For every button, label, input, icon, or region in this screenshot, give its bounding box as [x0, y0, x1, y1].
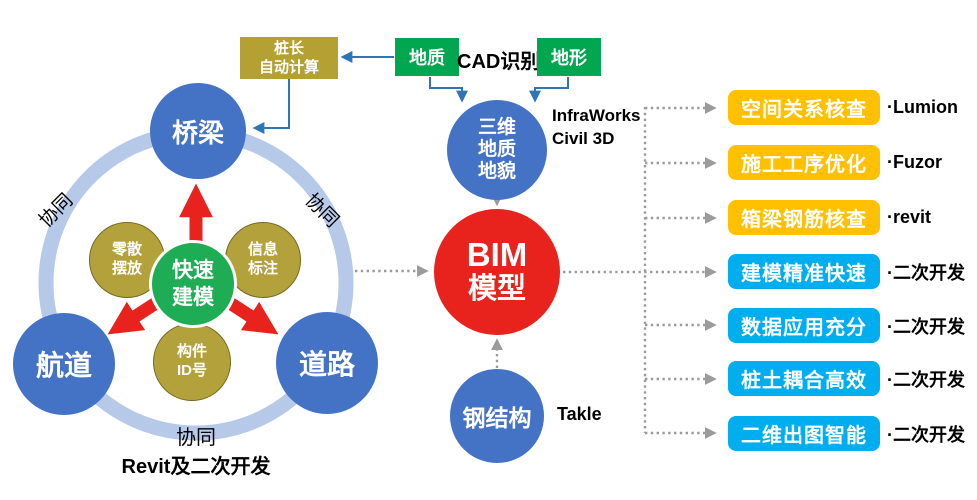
- output-tool-label: ·Lumion: [887, 97, 958, 117]
- terrain-box: 地形: [537, 38, 601, 76]
- terrain-tool-line2: Civil 3D: [552, 128, 615, 148]
- rapid-modeling-line2: 建模: [172, 286, 214, 309]
- satellite-1-line2: 摆放: [111, 260, 142, 277]
- output-tool-label: ·二次开发: [887, 424, 965, 445]
- terrain-tools-label: InfraWorks Civil 3D: [552, 105, 641, 151]
- steel-structure-label: 钢结构: [462, 405, 532, 431]
- road-label: 道路: [298, 349, 355, 380]
- output-row: 空间关系核查 ·Lumion: [728, 90, 958, 125]
- output-box-pile-soil-coupling: 桩土耦合高效: [728, 361, 880, 396]
- satellite-2-line1: 信息: [247, 241, 278, 259]
- output-tool-label: ·Fuzor: [887, 152, 942, 172]
- pile-length-line2: 自动计算: [258, 59, 319, 76]
- cad-recognition-label: CAD识别: [457, 51, 541, 73]
- output-tool-label: ·revit: [887, 207, 932, 227]
- output-row: 数据应用充分 ·二次开发: [728, 308, 965, 343]
- geology-label: 地质: [409, 48, 445, 68]
- output-row: 建模精准快速 ·二次开发: [728, 254, 965, 289]
- output-box-fast-modeling: 建模精准快速: [728, 254, 880, 289]
- satellite-component-id: 构件 ID号: [153, 323, 231, 401]
- terrain-3d-line1: 三维: [477, 117, 516, 139]
- connector-geology-to-terrain3d: [429, 77, 468, 103]
- channel-label: 航道: [35, 350, 92, 381]
- road-node: 道路: [276, 312, 378, 414]
- output-box-data-usage: 数据应用充分: [728, 308, 880, 343]
- connector-pile-to-bridge: [252, 78, 290, 134]
- steel-structure-node: 钢结构: [450, 369, 544, 463]
- output-tool-label: ·二次开发: [887, 262, 965, 283]
- bim-line2: 模型: [467, 273, 526, 306]
- channel-node: 航道: [13, 313, 115, 415]
- satellite-2-line2: 标注: [247, 260, 278, 277]
- ring-label-bottom: 协同: [176, 427, 216, 449]
- satellite-1-line1: 零散: [111, 241, 142, 259]
- terrain-tool-line1: InfraWorks: [552, 106, 641, 125]
- terrain-3d-node: 三维 地质 地貌: [447, 100, 547, 200]
- rapid-modeling-line1: 快速: [172, 258, 214, 282]
- terrain-3d-line3: 地貌: [477, 160, 516, 182]
- output-tool-label: ·二次开发: [887, 369, 965, 390]
- output-row: 桩土耦合高效 ·二次开发: [728, 361, 965, 396]
- output-row: 二维出图智能 ·二次开发: [728, 416, 965, 451]
- rapid-modeling-node: 快速 建模: [149, 240, 237, 328]
- output-tool-label: ·二次开发: [887, 316, 965, 337]
- satellite-3-line1: 构件: [176, 343, 207, 361]
- output-row: 箱梁钢筋核查 ·revit: [728, 200, 931, 235]
- output-box-spatial-check: 空间关系核查: [728, 90, 880, 125]
- terrain-3d-line2: 地质: [477, 139, 516, 161]
- connector-terrainbox-to-terrain3d: [529, 77, 569, 103]
- bim-model-node: BIM 模型: [434, 209, 560, 335]
- output-box-2d-drawing: 二维出图智能: [728, 416, 880, 451]
- steel-tool-label: Takle: [557, 404, 602, 424]
- output-box-rebar-check: 箱梁钢筋核查: [728, 200, 880, 235]
- pile-length-line1: 桩长: [273, 39, 304, 57]
- output-row: 施工工序优化 ·Fuzor: [728, 145, 942, 180]
- geology-box: 地质: [395, 38, 459, 76]
- satellite-3-line2: ID号: [176, 362, 207, 379]
- bim-line1: BIM: [466, 236, 528, 274]
- bridge-label: 桥梁: [171, 117, 224, 148]
- cycle-caption: Revit及二次开发: [121, 456, 271, 478]
- terrain-label: 地形: [551, 48, 587, 68]
- bridge-node: 桥梁: [150, 83, 246, 179]
- pile-length-box: 桩长 自动计算: [240, 37, 338, 79]
- output-box-sequence-optimization: 施工工序优化: [728, 145, 880, 180]
